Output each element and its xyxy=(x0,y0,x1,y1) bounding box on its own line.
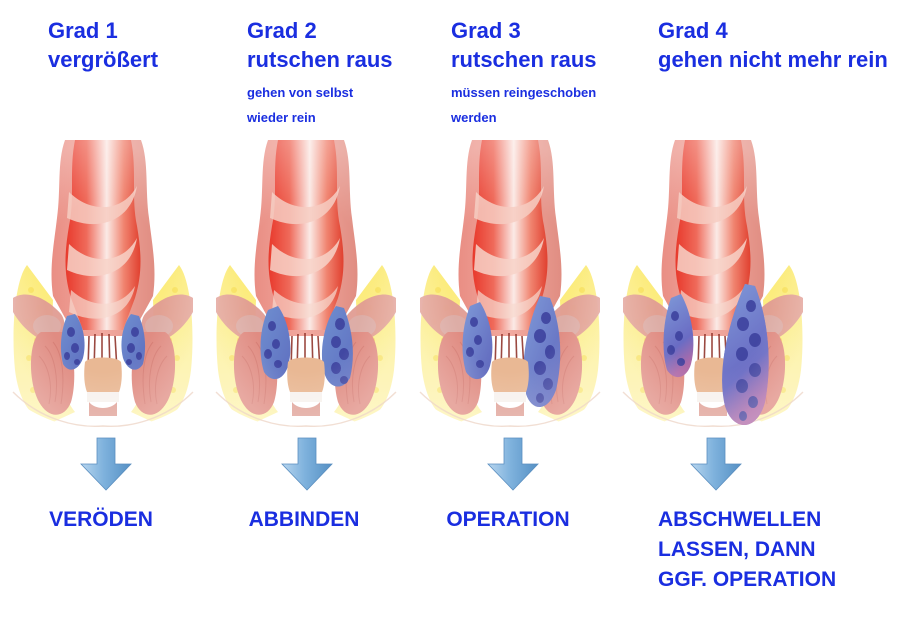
hemorrhoid-illustration-grade-4 xyxy=(615,140,811,430)
grade-note-line-2: wieder rein xyxy=(247,110,316,125)
treatment-label-2: ABBINDEN xyxy=(203,505,405,535)
grade-title: Grad 4 xyxy=(658,18,728,43)
treatment-line: GGF. OPERATION xyxy=(658,568,837,591)
treatment-label-1: VERÖDEN xyxy=(0,505,202,535)
grade-panel-4: Grad 4 gehen nicht mehr rein xyxy=(610,0,888,618)
down-arrow-icon-2 xyxy=(277,436,337,492)
down-arrow-icon-3 xyxy=(483,436,543,492)
down-arrow-icon-1 xyxy=(76,436,136,492)
grade-description: gehen nicht mehr rein xyxy=(658,47,888,72)
treatment-line: ABBINDEN xyxy=(248,508,360,531)
grade-panel-1: Grad 1 vergrößert xyxy=(0,0,202,618)
treatment-line: ABSCHWELLEN xyxy=(658,508,822,531)
grade-heading-4: Grad 4 gehen nicht mehr rein xyxy=(658,16,908,74)
grade-note-line-2: werden xyxy=(451,110,497,125)
grade-title: Grad 2 xyxy=(247,18,317,43)
treatment-label-3: OPERATION xyxy=(407,505,609,535)
grade-title: Grad 1 xyxy=(48,18,118,43)
grade-note-line-1: gehen von selbst xyxy=(247,85,354,100)
grade-panel-3: Grad 3 rutschen raus müssen reingeschobe… xyxy=(407,0,609,618)
grade-heading-2: Grad 2 rutschen raus gehen von selbst wi… xyxy=(247,16,497,130)
hemorrhoid-illustration-grade-3 xyxy=(412,140,608,430)
treatment-label-4: ABSCHWELLEN LASSEN, DANN GGF. OPERATION xyxy=(658,505,910,595)
treatment-line: VERÖDEN xyxy=(49,508,153,531)
treatment-line: OPERATION xyxy=(446,508,570,531)
grade-note-line-1: müssen reingeschoben xyxy=(451,85,597,100)
grade-description: rutschen raus xyxy=(247,47,393,72)
grade-title: Grad 3 xyxy=(451,18,521,43)
grade-heading-3: Grad 3 rutschen raus müssen reingeschobe… xyxy=(451,16,701,130)
down-arrow-icon-4 xyxy=(686,436,746,492)
hemorrhoid-illustration-grade-2 xyxy=(208,140,404,430)
hemorrhoid-illustration-grade-1 xyxy=(5,140,201,430)
grade-description: rutschen raus xyxy=(451,47,597,72)
grade-description: vergrößert xyxy=(48,47,159,72)
grade-panel-2: Grad 2 rutschen raus gehen von selbst wi… xyxy=(203,0,405,618)
treatment-line: LASSEN, DANN xyxy=(658,538,816,561)
grade-heading-1: Grad 1 vergrößert xyxy=(48,16,298,74)
